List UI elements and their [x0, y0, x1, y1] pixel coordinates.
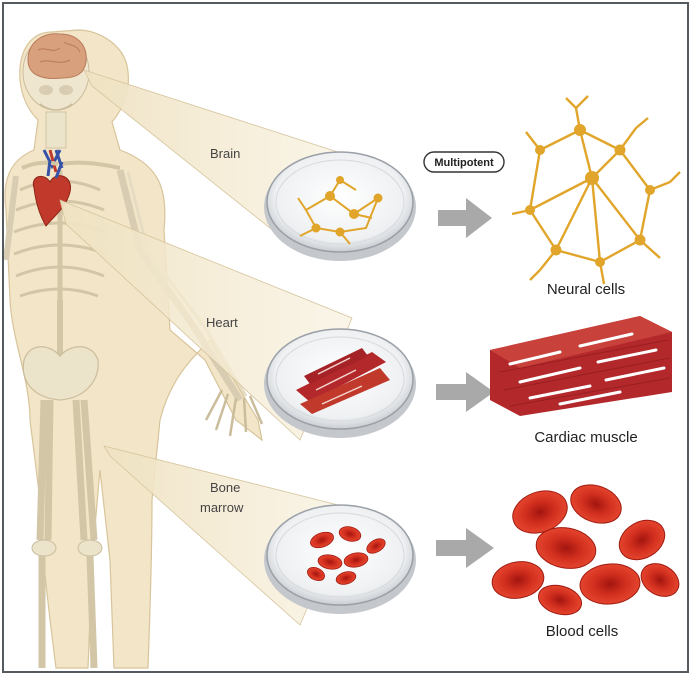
arrow-cardiac [436, 372, 494, 412]
brain-organ [28, 34, 86, 79]
differentiation-arrows [436, 198, 494, 568]
arrow-neural [438, 198, 492, 238]
label-neural-cells: Neural cells [547, 281, 625, 298]
label-blood-cells: Blood cells [546, 623, 619, 640]
blood-cells-illustration [489, 478, 685, 619]
label-heart: Heart [206, 315, 238, 330]
petri-dish-heart [264, 329, 416, 438]
label-cardiac-muscle: Cardiac muscle [534, 429, 637, 446]
label-bone: Bone [210, 480, 240, 495]
petri-dish-brain [264, 152, 416, 261]
petri-dish-bone-marrow [264, 505, 416, 614]
neural-cells-illustration [512, 96, 680, 284]
multipotent-badge: Multipotent [424, 152, 504, 172]
label-marrow: marrow [200, 500, 244, 515]
label-brain: Brain [210, 146, 240, 161]
cardiac-muscle-illustration [490, 316, 672, 416]
femur [40, 400, 50, 540]
arrow-blood [436, 528, 494, 568]
multipotent-label: Multipotent [434, 157, 494, 169]
